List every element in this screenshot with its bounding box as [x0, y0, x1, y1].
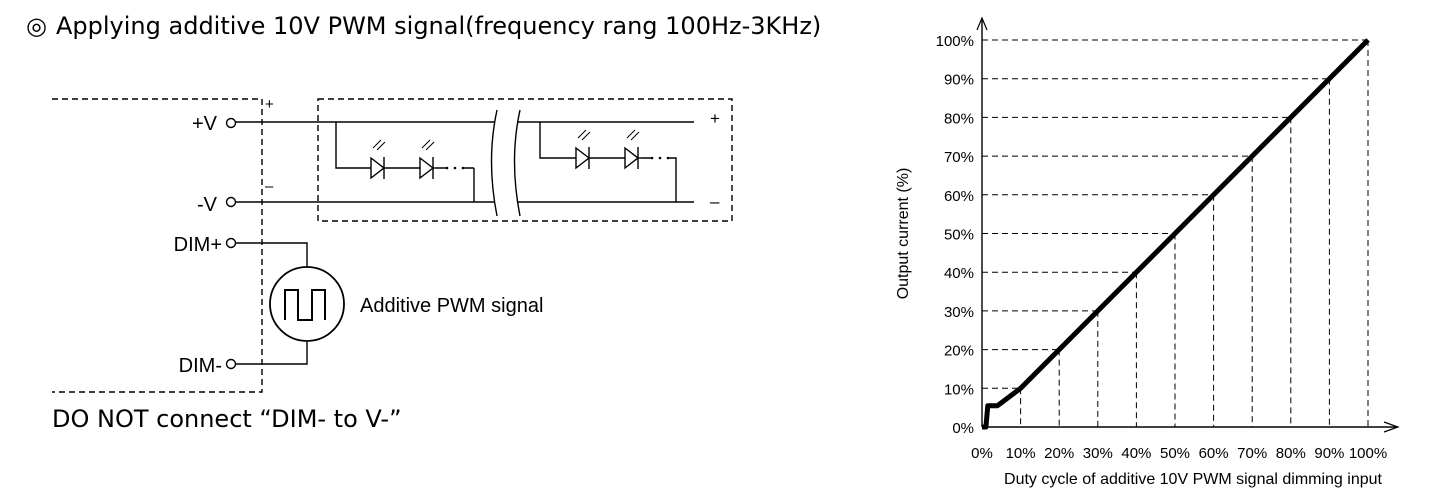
- dimming-chart: 0% 10% 20% 30% 40% 50% 60% 70% 80% 90% 100% 0% 10% 2…: [895, 16, 1400, 488]
- x-tick-label: 100%: [1349, 445, 1387, 462]
- warning-text: DO NOT connect “DIM- to V-”: [52, 405, 402, 433]
- driver-polarity-plus: +: [265, 96, 274, 113]
- x-tick-labels: 0% 10% 20% 30% 40% 50% 60% 70% 80% 90% 100%: [971, 445, 1387, 462]
- wire-dim-minus: [236, 342, 308, 365]
- x-axis-arrow-icon: [1383, 421, 1400, 433]
- y-tick-label: 40%: [944, 265, 974, 282]
- x-tick-label: 0%: [971, 445, 993, 462]
- terminal-dim-minus: [225, 358, 237, 370]
- x-tick-label: 90%: [1314, 445, 1344, 462]
- led-left-1: [370, 139, 420, 180]
- y-tick-label: 50%: [944, 227, 974, 244]
- terminal-label-dim-minus: DIM-: [179, 355, 222, 377]
- led-right-2: [624, 129, 642, 170]
- y-tick-label: 10%: [944, 381, 974, 398]
- y-tick-labels: 0% 10% 20% 30% 40% 50% 60% 70% 80% 90% 100%: [936, 33, 974, 437]
- y-tick-label: 20%: [944, 343, 974, 360]
- chart-grid: [982, 39, 1369, 427]
- pwm-source-circle: [269, 266, 345, 342]
- x-tick-label: 50%: [1160, 445, 1190, 462]
- driver-polarity-minus: –: [265, 178, 274, 195]
- chart-series: [982, 38, 1370, 430]
- led-left-2: [419, 139, 437, 180]
- break-mark-2: [513, 109, 521, 217]
- x-tick-label: 60%: [1199, 445, 1229, 462]
- y-tick-label: 80%: [944, 110, 974, 127]
- bullet-icon: ◎: [26, 12, 47, 40]
- pwm-signal-label: Additive PWM signal: [360, 295, 543, 317]
- y-axis-label: Output current (%): [895, 168, 912, 300]
- terminal-label-v-minus: -V: [197, 194, 218, 216]
- y-tick-label: 100%: [936, 33, 974, 50]
- x-tick-label: 40%: [1121, 445, 1151, 462]
- pwm-waveform-icon: [284, 289, 326, 321]
- led-right-1: [575, 129, 625, 170]
- terminal-v-minus: [225, 196, 237, 208]
- title-text: Applying additive 10V PWM signal(frequen…: [56, 12, 822, 40]
- strip-polarity-plus: +: [710, 109, 720, 128]
- y-tick-label: 70%: [944, 149, 974, 166]
- y-axis-arrow-icon: [976, 16, 988, 31]
- terminal-label-dim-plus: DIM+: [174, 234, 222, 256]
- y-tick-label: 30%: [944, 304, 974, 321]
- terminal-label-v-plus: +V: [192, 113, 218, 135]
- break-mark-1: [490, 109, 498, 217]
- x-tick-label: 30%: [1083, 445, 1113, 462]
- chart-axes: [976, 16, 1400, 433]
- wiring-diagram: +V -V DIM+ DIM- + – + – Additive PWM sig…: [52, 96, 733, 393]
- y-tick-label: 0%: [952, 420, 974, 437]
- led-string-left: [335, 122, 475, 202]
- x-tick-label: 80%: [1276, 445, 1306, 462]
- x-tick-label: 20%: [1044, 445, 1074, 462]
- page-title: ◎ Applying additive 10V PWM signal(freque…: [26, 12, 821, 40]
- driver-box: [52, 98, 263, 393]
- terminal-dim-plus: [225, 237, 237, 249]
- strip-polarity-minus: –: [710, 192, 720, 211]
- series-line-0: [982, 38, 1370, 430]
- y-tick-label: 60%: [944, 188, 974, 205]
- x-tick-label: 70%: [1237, 445, 1267, 462]
- y-tick-label: 90%: [944, 72, 974, 89]
- led-strip-box: [317, 98, 733, 222]
- wire-dim-plus: [236, 242, 308, 267]
- terminal-v-plus: [225, 117, 237, 129]
- x-tick-label: 10%: [1006, 445, 1036, 462]
- led-string-right: [539, 122, 677, 202]
- x-axis-label: Duty cycle of additive 10V PWM signal di…: [1004, 471, 1382, 488]
